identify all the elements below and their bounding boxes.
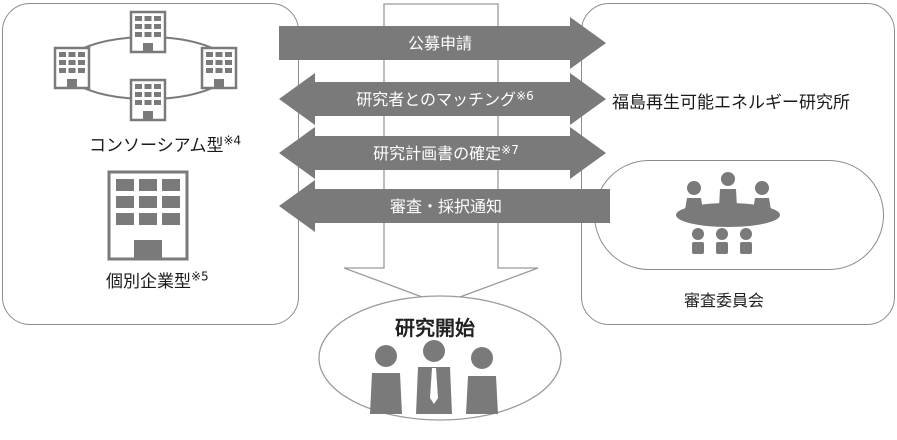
building-icon-top xyxy=(129,10,167,54)
individual-type-note: ※5 xyxy=(191,269,209,284)
committee-label: 審査委員会 xyxy=(684,291,765,310)
individual-type-text: 個別企業型 xyxy=(106,272,191,292)
research-start-label: 研究開始 xyxy=(395,316,475,340)
arrow-application-label: 公募申請 xyxy=(408,34,472,53)
building-icon-left xyxy=(53,46,91,90)
building-icon-bottom xyxy=(129,78,167,122)
arrow-plan-label: 研究計画書の確定※7 xyxy=(373,143,519,163)
consortium-type-text: コンソーシアム型 xyxy=(89,136,224,156)
arrow-matching-text: 研究者とのマッチング xyxy=(356,90,516,109)
arrow-matching-note: ※6 xyxy=(516,89,534,103)
arrow-plan-note: ※7 xyxy=(501,143,519,157)
arrow-review xyxy=(279,180,610,232)
institute-label: 福島再生可能エネルギー研究所 xyxy=(612,93,850,113)
arrow-matching xyxy=(279,73,606,125)
applicant-box xyxy=(2,3,299,325)
consortium-type-note: ※4 xyxy=(223,133,242,148)
individual-type-label: 個別企業型※5 xyxy=(106,267,209,292)
arrow-matching-label: 研究者とのマッチング※6 xyxy=(356,89,534,109)
meeting-icon xyxy=(676,172,780,254)
consortium-type-label: コンソーシアム型※4 xyxy=(89,131,241,156)
building-icon-right xyxy=(200,46,238,90)
arrow-plan-text: 研究計画書の確定 xyxy=(373,144,501,163)
researchers-icon xyxy=(370,340,498,414)
arrow-plan xyxy=(279,127,606,179)
arrow-review-label: 審査・採択通知 xyxy=(390,197,502,216)
large-building-icon xyxy=(107,170,189,261)
arrow-application xyxy=(279,17,606,69)
